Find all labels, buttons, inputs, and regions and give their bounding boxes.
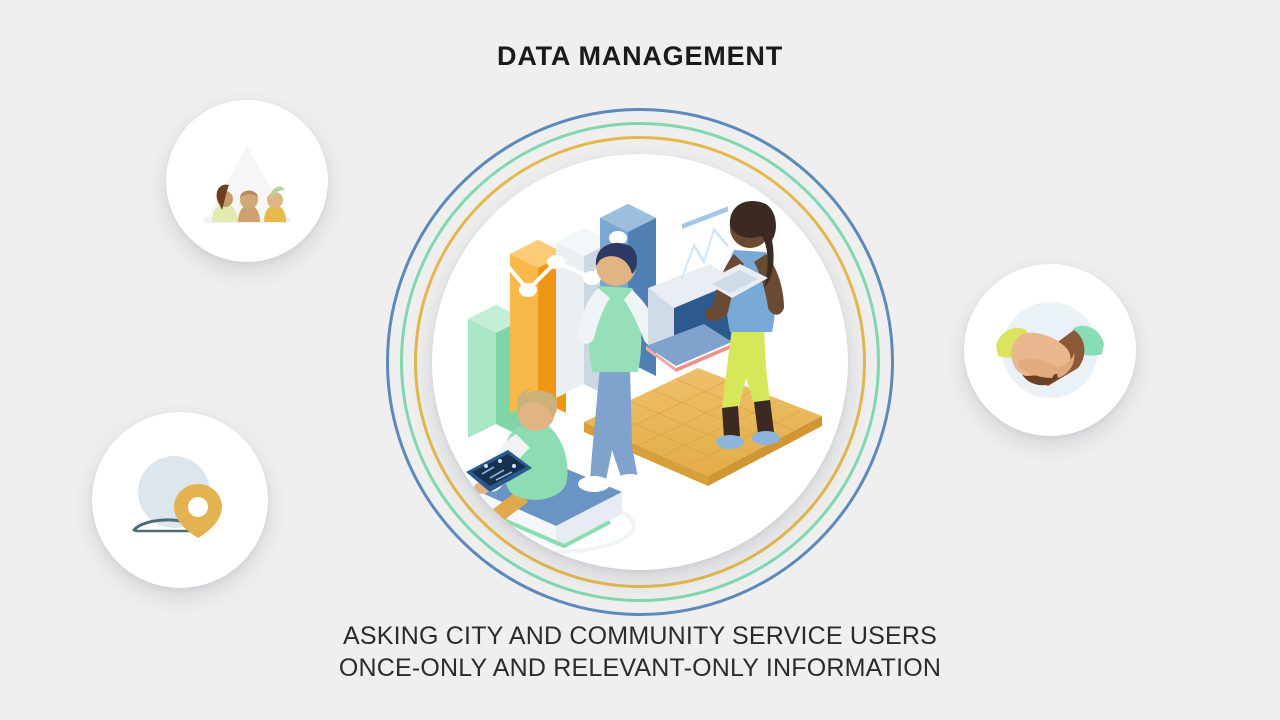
caption-block: ASKING CITY AND COMMUNITY SERVICE USERS … bbox=[0, 620, 1280, 684]
person-left bbox=[212, 184, 238, 222]
caption-line-2: ONCE-ONLY AND RELEVANT-ONLY INFORMATION bbox=[338, 654, 942, 682]
data-management-illustration bbox=[432, 154, 848, 570]
outer-ring bbox=[386, 108, 894, 616]
page-title: DATA MANAGEMENT bbox=[497, 41, 783, 71]
standing-presenter bbox=[578, 242, 673, 492]
inner-ring bbox=[414, 136, 866, 588]
person-right bbox=[264, 186, 286, 222]
map-pin-icon bbox=[132, 456, 222, 538]
handshake-icon bbox=[996, 302, 1104, 398]
people-group-icon bbox=[204, 146, 290, 223]
location-icon[interactable] bbox=[92, 412, 268, 588]
middle-ring bbox=[400, 122, 880, 602]
line-chart-nodes bbox=[485, 231, 627, 297]
tablet-device bbox=[466, 450, 532, 492]
person-center bbox=[238, 190, 260, 222]
illustration-svg bbox=[450, 200, 822, 554]
partnership-icon[interactable] bbox=[964, 264, 1136, 436]
caption-line-1: ASKING CITY AND COMMUNITY SERVICE USERS bbox=[342, 622, 938, 650]
standing-woman bbox=[704, 200, 784, 449]
community-icon[interactable] bbox=[166, 100, 328, 262]
